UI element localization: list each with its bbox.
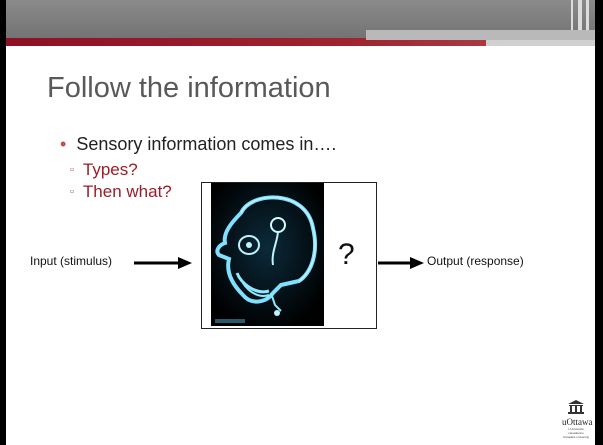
bullet-dot-icon: •: [60, 134, 67, 154]
header-stripe: [578, 0, 582, 46]
logo-tagline: L'Université canadienne Canada's univers…: [562, 427, 590, 439]
header-stripe: [571, 0, 573, 46]
sub-bullet-item: ▫ Types?: [70, 160, 138, 180]
xray-image-graphic: [211, 183, 324, 326]
uottawa-logo: uOttawa L'Université canadienne Canada's…: [562, 400, 593, 440]
square-bullet-icon: ▫: [70, 164, 74, 176]
square-bullet-icon: ▫: [70, 186, 74, 198]
input-arrow-icon: [134, 257, 192, 269]
slide: Follow the information • Sensory informat…: [6, 0, 595, 445]
sub-bullet-text: Types?: [82, 160, 138, 179]
input-label: Input (stimulus): [30, 254, 113, 268]
university-building-icon: [568, 400, 584, 414]
bullet-item: • Sensory information comes in….: [60, 134, 336, 155]
accent-gray-bar: [486, 40, 595, 46]
slide-title: Follow the information: [47, 72, 331, 104]
header-stripe: [586, 0, 589, 46]
output-arrow-icon: [378, 257, 424, 269]
accent-bar: [6, 38, 595, 46]
sub-bullet-text: Then what?: [82, 182, 172, 201]
logo-name: uOttawa: [562, 417, 593, 427]
xray-skull-brain-image: [211, 183, 324, 326]
accent-gray-bar: [366, 30, 595, 40]
question-mark: ?: [338, 238, 355, 271]
sub-bullet-item: ▫ Then what?: [70, 182, 172, 202]
output-label: Output (response): [427, 254, 524, 268]
bullet-text: Sensory information comes in….: [76, 134, 337, 154]
